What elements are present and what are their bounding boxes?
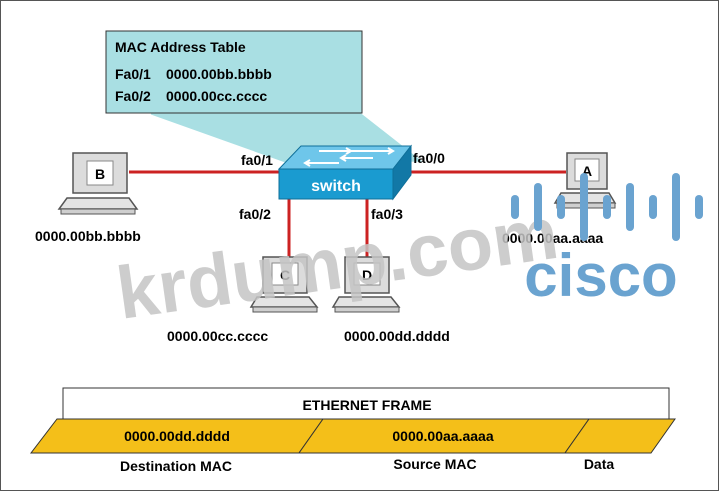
frame-destination-label: Destination MAC (120, 458, 232, 474)
host-a-mac: 0000.00aa.aaaa (502, 230, 603, 246)
table-row-1-mac: 0000.00bb.bbbb (166, 66, 272, 82)
frame-field-data (564, 418, 676, 454)
table-row-2-port: Fa0/2 (115, 88, 151, 104)
watermark-text: krdump.com (112, 191, 563, 335)
table-title: MAC Address Table (115, 39, 246, 55)
host-c-name: C (280, 267, 290, 283)
table-row-1-port: Fa0/1 (115, 66, 151, 82)
computer-icon (249, 256, 319, 313)
host-b: B 0000.00bb.bbbb (35, 152, 141, 244)
host-a-name: A (582, 163, 592, 179)
host-c-mac: 0000.00cc.cccc (167, 328, 268, 344)
computer-icon (57, 152, 139, 215)
frame-source-value: 0000.00aa.aaaa (392, 428, 493, 444)
switch-label: switch (311, 178, 361, 195)
port-label-fa0-1: fa0/1 (241, 152, 273, 168)
cisco-logo-text: cisco (524, 242, 677, 309)
table-box (105, 30, 363, 114)
switch-side (392, 144, 412, 201)
host-d-name: D (362, 267, 372, 283)
table-row-2-mac: 0000.00cc.cccc (166, 88, 267, 104)
frame-source-label: Source MAC (393, 456, 476, 472)
frame-header-box (62, 387, 670, 420)
watermark: krdump.com cisco (112, 173, 703, 335)
switch-front (278, 168, 394, 200)
mac-address-table: MAC Address Table Fa0/1 0000.00bb.bbbb F… (105, 30, 423, 165)
switch-arrows-icon (303, 147, 395, 167)
host-c: C 0000.00cc.cccc (167, 256, 319, 344)
frame-destination-value: 0000.00dd.dddd (124, 428, 230, 444)
host-d-mac: 0000.00dd.dddd (344, 328, 450, 344)
port-label-fa0-2: fa0/2 (239, 206, 271, 222)
port-label-fa0-0: fa0/0 (413, 150, 445, 166)
frame-header: ETHERNET FRAME (302, 397, 431, 413)
switch: switch (277, 144, 413, 201)
ethernet-frame: ETHERNET FRAME 0000.00dd.dddd 0000.00aa.… (29, 387, 676, 474)
links (129, 170, 566, 259)
host-b-mac: 0000.00bb.bbbb (35, 228, 141, 244)
cisco-logo-icon (511, 173, 703, 241)
host-b-name: B (95, 166, 105, 182)
frame-data-label: Data (584, 456, 615, 472)
computer-icon (331, 256, 401, 313)
host-d: D 0000.00dd.dddd (331, 256, 450, 344)
port-label-fa0-3: fa0/3 (371, 206, 403, 222)
